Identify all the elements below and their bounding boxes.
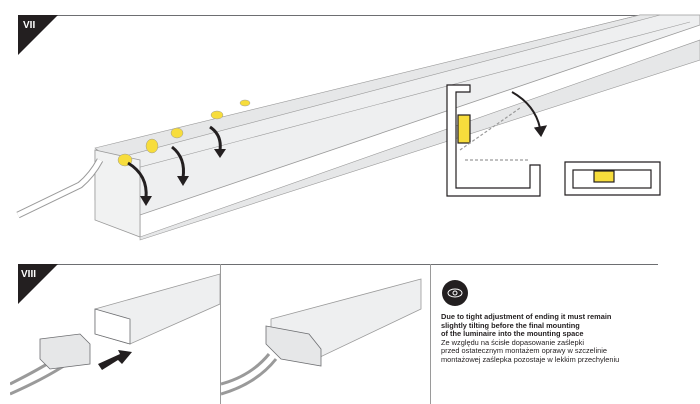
eye-icon [442, 280, 468, 306]
note-en-line: Due to tight adjustment of ending it mus… [441, 312, 612, 321]
step-badge-viii [18, 264, 58, 304]
note-pl-line: Ze względu na ścisłe dopasowanie zaślepk… [441, 337, 584, 347]
note-pl-line: przed ostatecznym montażem oprawy w szcz… [441, 346, 607, 356]
panel-divider [220, 264, 221, 404]
step-badge-vii [18, 15, 58, 55]
cross-section-final [564, 161, 661, 196]
cross-section-tilted [446, 84, 548, 197]
section-viii-rule [18, 264, 658, 265]
step-number-viii: VIII [21, 269, 37, 280]
section-vii-rule [18, 15, 658, 16]
note-en-line: of the luminaire into the mounting space [441, 329, 584, 339]
arrow-icons [127, 125, 226, 206]
mounting-note: Due to tight adjustment of ending it mus… [441, 312, 620, 365]
led-chips [117, 99, 251, 167]
step-number-vii: VII [23, 20, 36, 31]
profile-insertion-illustration [16, 14, 700, 241]
note-en-line: slightly tilting before the final mounti… [441, 320, 580, 330]
end-cap-mounted-illustration [221, 278, 422, 396]
note-pl-line: montażowej zaślepka pozostaje w lekkim p… [441, 354, 620, 364]
panel-divider [430, 264, 431, 404]
end-cap-insertion-illustration [10, 273, 220, 396]
arrow-icon [98, 350, 132, 370]
